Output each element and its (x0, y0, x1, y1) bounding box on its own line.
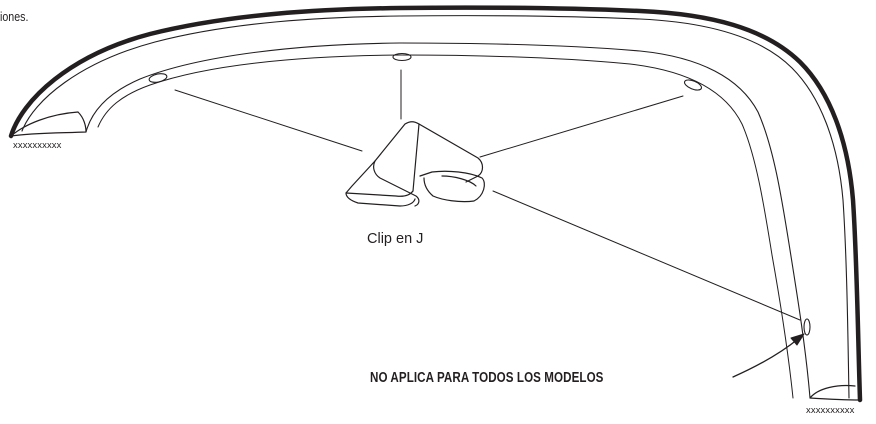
j-clip-drawing (345, 121, 485, 207)
j-clip-label: Clip en J (367, 231, 424, 247)
cropped-note-text: iones. (0, 9, 29, 24)
flare-left-end-cap (10, 111, 87, 137)
leader-line-left (174, 89, 363, 152)
flare-inner-lip (85, 42, 811, 399)
warning-label: NO APLICA PARA TODOS LOS MODELOS (370, 370, 604, 386)
flare-inner-contour (97, 54, 794, 399)
warning-arrow-line (732, 338, 799, 378)
flare-right-end-cap (809, 384, 861, 401)
leader-line-right (479, 95, 684, 158)
part-code-right: xxxxxxxxxx (806, 405, 855, 416)
mount-hole-lower-right (803, 318, 811, 336)
mount-hole-left (148, 73, 168, 83)
part-code-left: xxxxxxxxxx (13, 140, 62, 151)
mount-hole-center (392, 52, 412, 62)
flare-top-ridge (21, 15, 850, 399)
mount-hole-right (683, 79, 703, 91)
flare-outer-edge (8, 5, 863, 403)
leader-line-lower-right (492, 190, 801, 321)
warning-arrowhead (790, 333, 805, 346)
